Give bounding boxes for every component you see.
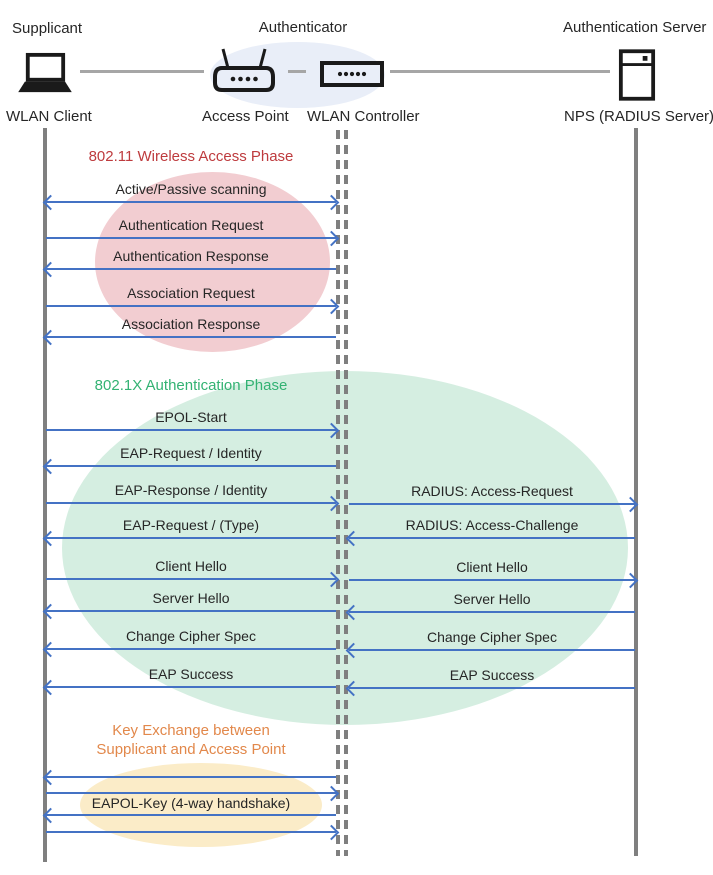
message-label: Client Hello bbox=[456, 559, 528, 575]
arrow-right bbox=[46, 230, 340, 247]
phase3-title-line1: Key Exchange between bbox=[112, 722, 270, 739]
message-label: Change Cipher Spec bbox=[427, 629, 557, 645]
role-authentication-server: Authentication Server bbox=[563, 19, 707, 36]
message-label: Active/Passive scanning bbox=[115, 181, 267, 197]
lifeline-access-point-dashed bbox=[336, 130, 340, 856]
node-wlan-client: WLAN Client bbox=[6, 108, 92, 125]
phase3-title-line2: Supplicant and Access Point bbox=[96, 741, 286, 758]
access-point-icon bbox=[212, 46, 276, 94]
arrow-left bbox=[42, 641, 336, 658]
message-label: RADIUS: Access-Request bbox=[411, 483, 573, 499]
arrow-4way-1-left bbox=[42, 769, 336, 786]
message-label: EAP Success bbox=[449, 667, 535, 683]
message-label: Server Hello bbox=[152, 590, 230, 606]
role-authenticator: Authenticator bbox=[258, 19, 348, 36]
message-label: Server Hello bbox=[453, 591, 531, 607]
node-wlan-controller: WLAN Controller bbox=[307, 108, 420, 125]
authenticator-group-ellipse bbox=[210, 42, 385, 108]
phase1-title: 802.11 Wireless Access Phase bbox=[88, 148, 294, 165]
arrow-left bbox=[42, 679, 336, 696]
node-access-point: Access Point bbox=[202, 108, 289, 125]
message-label: EAP Success bbox=[148, 666, 234, 682]
connector-client-ap bbox=[80, 70, 204, 73]
arrow-left bbox=[42, 603, 336, 620]
message-label: Authentication Response bbox=[113, 248, 269, 264]
lifeline-wlan-client bbox=[43, 128, 47, 862]
arrow-4way-3-left bbox=[42, 807, 336, 824]
arrow-bidirectional bbox=[42, 194, 340, 211]
arrow-left bbox=[345, 642, 635, 659]
arrow-left bbox=[42, 329, 336, 346]
laptop-icon bbox=[14, 52, 76, 96]
lifeline-wlan-controller-dashed bbox=[344, 130, 348, 856]
arrow-left bbox=[42, 458, 336, 475]
message-label: Client Hello bbox=[155, 558, 227, 574]
arrow-left bbox=[345, 680, 635, 697]
message-eapol-key-label: EAPOL-Key (4-way handshake) bbox=[91, 795, 291, 811]
message-label: Change Cipher Spec bbox=[126, 628, 256, 644]
arrow-right bbox=[349, 572, 639, 589]
arrow-left bbox=[42, 530, 336, 547]
message-label: EAP-Response / Identity bbox=[114, 482, 268, 498]
arrow-right bbox=[46, 422, 340, 439]
arrow-right bbox=[46, 571, 340, 588]
arrow-right bbox=[349, 496, 639, 513]
message-label: EAP-Request / Identity bbox=[120, 445, 262, 461]
message-label: Association Response bbox=[121, 316, 261, 332]
message-label: Association Request bbox=[127, 285, 255, 301]
arrow-4way-2-right bbox=[46, 785, 340, 802]
arrow-4way-4-right bbox=[46, 824, 340, 841]
message-label: RADIUS: Access-Challenge bbox=[405, 517, 579, 533]
connector-controller-server bbox=[390, 70, 610, 73]
node-nps-radius-server: NPS (RADIUS Server) bbox=[564, 108, 713, 125]
lifeline-nps-server bbox=[634, 128, 638, 856]
arrow-right bbox=[46, 298, 340, 315]
role-supplicant: Supplicant bbox=[12, 20, 83, 37]
arrow-right bbox=[46, 495, 340, 512]
message-label: EPOL-Start bbox=[155, 409, 227, 425]
phase2-title: 802.1X Authentication Phase bbox=[94, 377, 288, 394]
arrow-left bbox=[345, 530, 635, 547]
connector-ap-controller bbox=[288, 70, 306, 73]
arrow-left bbox=[345, 604, 635, 621]
message-label: EAP-Request / (Type) bbox=[122, 517, 260, 533]
wlan-controller-icon bbox=[320, 61, 384, 87]
arrow-left bbox=[42, 261, 336, 278]
phase3-title: Key Exchange between Supplicant and Acce… bbox=[46, 721, 336, 759]
message-label: Authentication Request bbox=[118, 217, 264, 233]
server-icon bbox=[618, 48, 656, 102]
